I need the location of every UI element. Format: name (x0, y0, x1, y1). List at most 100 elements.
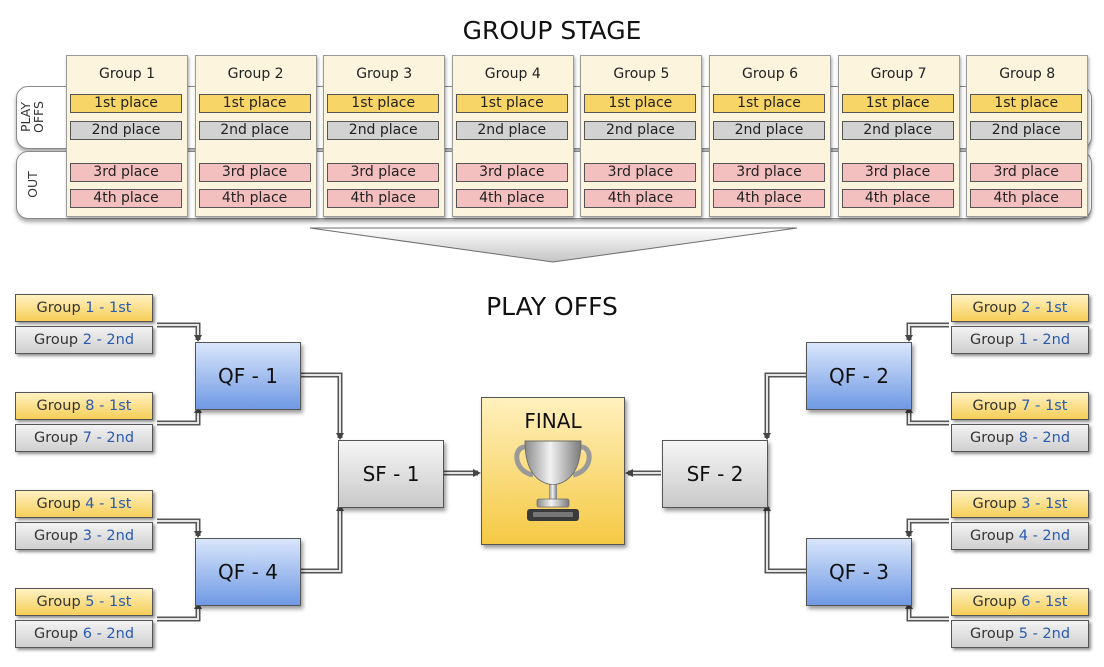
place-4th: 4th place (584, 189, 697, 208)
seed-group-label: Group (33, 430, 83, 446)
place-2nd: 2nd place (198, 121, 311, 140)
seed-group-label: Group (969, 332, 1019, 348)
seed-rank-label: 4 - 2nd (1018, 528, 1071, 544)
group-stage-title: GROUP STAGE (462, 16, 642, 45)
group-5-column: Group 5 1st place 2nd place 3rd place 4th pl… (580, 55, 703, 217)
seed-rank-label: 1 - 1st (85, 300, 132, 316)
seed-rank-label: 3 - 2nd (82, 528, 135, 544)
seed-qf3-1: Group 3 - 1st (951, 490, 1089, 518)
seed-rank-label: 8 - 1st (85, 398, 132, 414)
seed-group-label: Group (36, 398, 86, 414)
seed-rank-label: 4 - 1st (85, 496, 132, 512)
place-3rd: 3rd place (713, 163, 825, 182)
seed-rank-label: 8 - 2nd (1018, 430, 1071, 446)
seed-group-label: Group (972, 300, 1022, 316)
qf-4-label: QF - 4 (218, 560, 278, 584)
qf-3-box: QF - 3 (806, 538, 912, 606)
group-name: Group 1 (99, 66, 155, 82)
group-name: Group 4 (484, 66, 541, 82)
place-2nd: 2nd place (327, 121, 440, 140)
seed-rank-label: 5 - 2nd (1018, 626, 1071, 642)
seed-qf4-3: Group 5 - 1st (15, 588, 153, 616)
place-1st: 1st place (713, 94, 825, 113)
seed-qf1-4: Group 7 - 2nd (15, 424, 153, 452)
final-box: FINAL (481, 397, 625, 545)
group-name: Group 7 (870, 66, 927, 82)
sf-1-box: SF - 1 (338, 440, 444, 508)
group-name: Group 3 (356, 66, 413, 82)
place-1st: 1st place (970, 94, 1083, 113)
seed-group-label: Group (33, 528, 83, 544)
place-2nd: 2nd place (841, 121, 954, 140)
connector-lines-inner (157, 324, 949, 620)
seed-qf3-2: Group 4 - 2nd (951, 522, 1089, 550)
qf-1-label: QF - 1 (218, 364, 278, 388)
sf-2-box: SF - 2 (662, 440, 768, 508)
sf-2-label: SF - 2 (686, 462, 744, 486)
seed-qf1-3: Group 8 - 1st (15, 392, 153, 420)
seed-group-label: Group (969, 430, 1019, 446)
place-4th: 4th place (713, 189, 825, 208)
seed-qf2-4: Group 8 - 2nd (951, 424, 1089, 452)
place-3rd: 3rd place (841, 163, 954, 182)
place-2nd: 2nd place (455, 121, 568, 140)
seed-group-label: Group (33, 332, 83, 348)
seed-qf4-2: Group 3 - 2nd (15, 522, 153, 550)
group-2-column: Group 2 1st place 2nd place 3rd place 4th pl… (194, 55, 317, 217)
seed-qf4-4: Group 6 - 2nd (15, 620, 153, 648)
place-2nd: 2nd place (970, 121, 1083, 140)
seed-group-label: Group (33, 626, 83, 642)
qf-2-label: QF - 2 (829, 364, 889, 388)
place-2nd: 2nd place (70, 121, 182, 140)
qf-4-box: QF - 4 (195, 538, 301, 606)
place-3rd: 3rd place (327, 163, 440, 182)
seed-rank-label: 2 - 1st (1021, 300, 1068, 316)
seed-rank-label: 7 - 1st (1021, 398, 1068, 414)
seed-rank-label: 6 - 2nd (82, 626, 135, 642)
seed-rank-label: 5 - 1st (85, 594, 132, 610)
seed-rank-label: 2 - 2nd (82, 332, 135, 348)
seed-group-label: Group (972, 398, 1022, 414)
seed-group-label: Group (972, 496, 1022, 512)
group-name: Group 5 (613, 66, 670, 82)
seed-group-label: Group (36, 496, 86, 512)
seed-qf4-1: Group 4 - 1st (15, 490, 153, 518)
place-3rd: 3rd place (198, 163, 311, 182)
seed-qf2-3: Group 7 - 1st (951, 392, 1089, 420)
seed-qf2-1: Group 2 - 1st (951, 294, 1089, 322)
group-name: Group 6 (742, 66, 798, 82)
seed-group-label: Group (972, 594, 1022, 610)
place-1st: 1st place (198, 94, 311, 113)
sf-1-label: SF - 1 (362, 462, 420, 486)
seed-group-label: Group (36, 594, 86, 610)
seed-qf3-4: Group 5 - 2nd (951, 620, 1089, 648)
place-2nd: 2nd place (584, 121, 697, 140)
seed-group-label: Group (969, 626, 1019, 642)
place-1st: 1st place (327, 94, 440, 113)
place-1st: 1st place (841, 94, 954, 113)
place-3rd: 3rd place (584, 163, 697, 182)
place-3rd: 3rd place (970, 163, 1083, 182)
place-1st: 1st place (584, 94, 697, 113)
place-4th: 4th place (198, 189, 311, 208)
place-1st: 1st place (70, 94, 182, 113)
seed-qf3-3: Group 6 - 1st (951, 588, 1089, 616)
seed-group-label: Group (969, 528, 1019, 544)
final-label: FINAL (524, 409, 582, 433)
seed-rank-label: 1 - 2nd (1018, 332, 1071, 348)
place-4th: 4th place (455, 189, 568, 208)
qf-3-label: QF - 3 (829, 560, 889, 584)
playoffs-title: PLAY OFFS (486, 292, 618, 321)
place-4th: 4th place (970, 189, 1083, 208)
group-to-playoffs-arrow (309, 227, 798, 263)
seed-rank-label: 3 - 1st (1021, 496, 1068, 512)
group-name: Group 2 (227, 66, 284, 82)
seed-qf2-2: Group 1 - 2nd (951, 326, 1089, 354)
seed-rank-label: 6 - 1st (1021, 594, 1068, 610)
